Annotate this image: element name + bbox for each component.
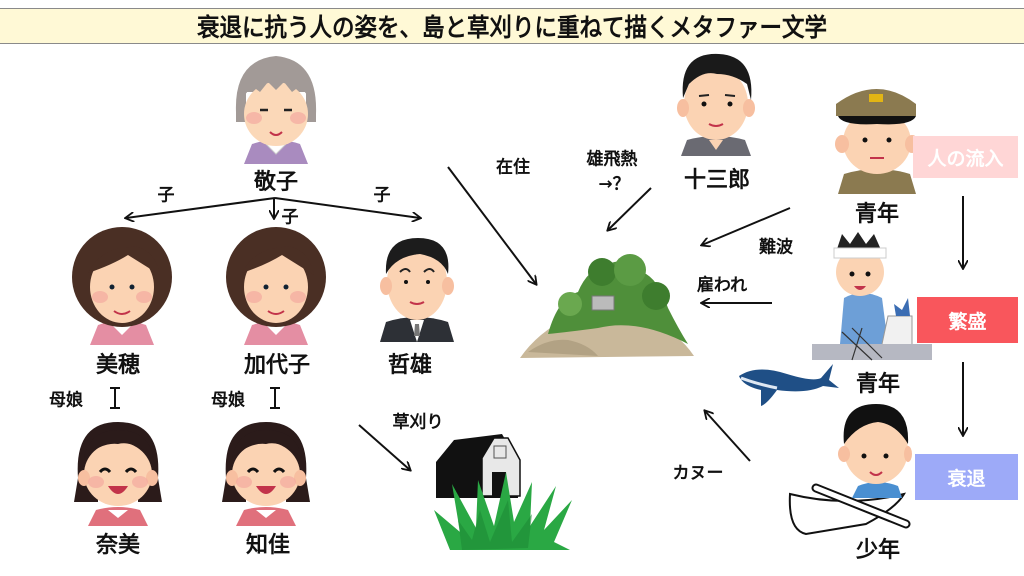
relation-ambition-result: →？ bbox=[598, 174, 630, 195]
relation-mower: 草刈り bbox=[392, 412, 444, 433]
man-icon bbox=[677, 53, 755, 156]
name-chika: 知佳 bbox=[245, 533, 291, 558]
name-youth-soldier: 青年 bbox=[854, 202, 900, 227]
middle-aged-woman-icon bbox=[72, 227, 172, 345]
mother-daughter-bar-2 bbox=[270, 387, 280, 409]
name-kayoko: 加代子 bbox=[243, 353, 311, 378]
tag-prosperity: 繁盛 bbox=[917, 297, 1018, 343]
name-boy: 少年 bbox=[855, 538, 901, 563]
businessman-icon bbox=[380, 238, 454, 342]
arrow-keiko-tetsuo bbox=[274, 197, 420, 218]
girl-icon bbox=[222, 422, 310, 526]
relation-child-right: 子 bbox=[373, 185, 391, 206]
relation-shipwreck: 難波 bbox=[759, 237, 793, 258]
arrow-residence-island bbox=[447, 166, 536, 284]
name-miho: 美穂 bbox=[95, 353, 141, 378]
barn-icon bbox=[436, 434, 521, 498]
island-icon bbox=[520, 254, 694, 358]
relation-residence: 在住 bbox=[496, 157, 530, 178]
soldier-icon bbox=[835, 89, 919, 194]
relation-child-left: 子 bbox=[157, 185, 175, 206]
arrow-canoe-island bbox=[705, 411, 751, 462]
relation-mother-daughter-2: 母娘 bbox=[211, 390, 245, 411]
title-bar: 衰退に抗う人の姿を、島と草刈りに重ねて描くメタファー文学 bbox=[0, 8, 1024, 44]
mother-daughter-bar-1 bbox=[110, 387, 120, 409]
arrow-jusaburo-island bbox=[608, 187, 652, 230]
arrow-shipwreck-island bbox=[702, 207, 791, 245]
tag-influx-label: 人の流入 bbox=[927, 147, 1004, 170]
relation-hired: 雇われ bbox=[696, 275, 748, 296]
elderly-woman-icon bbox=[235, 56, 317, 164]
relation-canoe: カヌー bbox=[672, 463, 724, 484]
girl-icon bbox=[74, 422, 162, 526]
tag-prosperity-label: 繁盛 bbox=[948, 310, 987, 333]
tag-influx: 人の流入 bbox=[913, 136, 1018, 178]
name-nami: 奈美 bbox=[95, 533, 141, 558]
name-tetsuo: 哲雄 bbox=[387, 353, 433, 378]
grass-icon bbox=[434, 472, 572, 550]
arrow-mower-barn bbox=[358, 424, 410, 470]
arrow-keiko-miho bbox=[126, 197, 276, 218]
relation-child-center: 子 bbox=[281, 207, 299, 228]
page-title: 衰退に抗う人の姿を、島と草刈りに重ねて描くメタファー文学 bbox=[196, 13, 827, 42]
fisherman-icon bbox=[812, 232, 932, 361]
boy-canoe-icon bbox=[788, 404, 912, 536]
name-jusaburo: 十三郎 bbox=[683, 168, 751, 193]
middle-aged-woman-icon bbox=[226, 227, 326, 345]
name-youth-fisherman: 青年 bbox=[855, 372, 901, 397]
tag-decline: 衰退 bbox=[915, 454, 1018, 500]
relation-mother-daughter-1: 母娘 bbox=[49, 390, 83, 411]
relation-ambition: 雄飛熱 bbox=[586, 149, 638, 170]
whale-icon bbox=[739, 364, 839, 406]
name-keiko: 敬子 bbox=[253, 170, 299, 195]
tag-decline-label: 衰退 bbox=[947, 467, 986, 490]
